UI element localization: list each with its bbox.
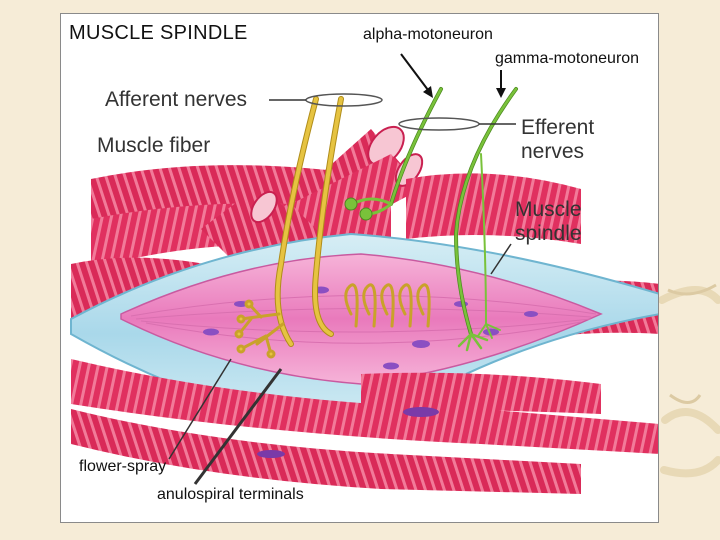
muscle-spindle-label: Muscle spindle [515,198,582,245]
fiber-end [367,125,405,167]
efferent-nerves-label: Efferent nerves [521,116,595,163]
anulospiral-terminals-label: anulospiral terminals [157,486,304,503]
leader-line-spindle [490,243,512,275]
leader-line-flower-spray [168,358,232,460]
muscle-fiber [406,173,581,244]
muscle-spindle-illustration [70,53,658,494]
motor-end-plate [359,207,373,221]
arrow-alpha-head [423,86,433,98]
decor-swirl [661,408,720,434]
diagram-frame: MUSCLE SPINDLE alpha-motoneuron gamma-mo… [60,13,659,523]
diagram-title: MUSCLE SPINDLE [69,22,248,44]
leader-line-anulospiral [193,368,283,485]
afferent-nerve-fibers [234,96,431,359]
leader-lines [168,99,516,485]
fiber-end [250,190,278,224]
arrow-alpha-line [400,53,432,95]
decor-swirl [667,283,717,296]
muscle-fiber [91,165,361,219]
arrows [400,53,506,98]
muscle-fibers-front [71,359,658,494]
afferent-nerves-label: Afferent nerves [105,88,248,111]
decor-swirl [660,456,720,478]
muscle-fiber-label: Muscle fiber [97,134,211,157]
decor-swirl [658,286,720,304]
flower-spray-label: flower-spray [79,458,167,475]
anulospiral-endings [344,283,431,328]
efferent-bundle-ring [398,117,480,131]
motor-end-plate [344,197,358,211]
nucleus [257,450,285,458]
alpha-motoneuron-label: alpha-motoneuron [363,26,493,43]
gamma-motoneuron-label: gamma-motoneuron [495,50,640,67]
muscle-fiber [361,372,601,414]
muscle-fiber [71,409,581,494]
arrow-gamma-head [496,88,506,98]
nucleus [403,407,439,417]
flower-spray-endings [234,299,285,359]
efferent-nerve-fibers [344,87,518,352]
decor-swirl [669,393,702,404]
